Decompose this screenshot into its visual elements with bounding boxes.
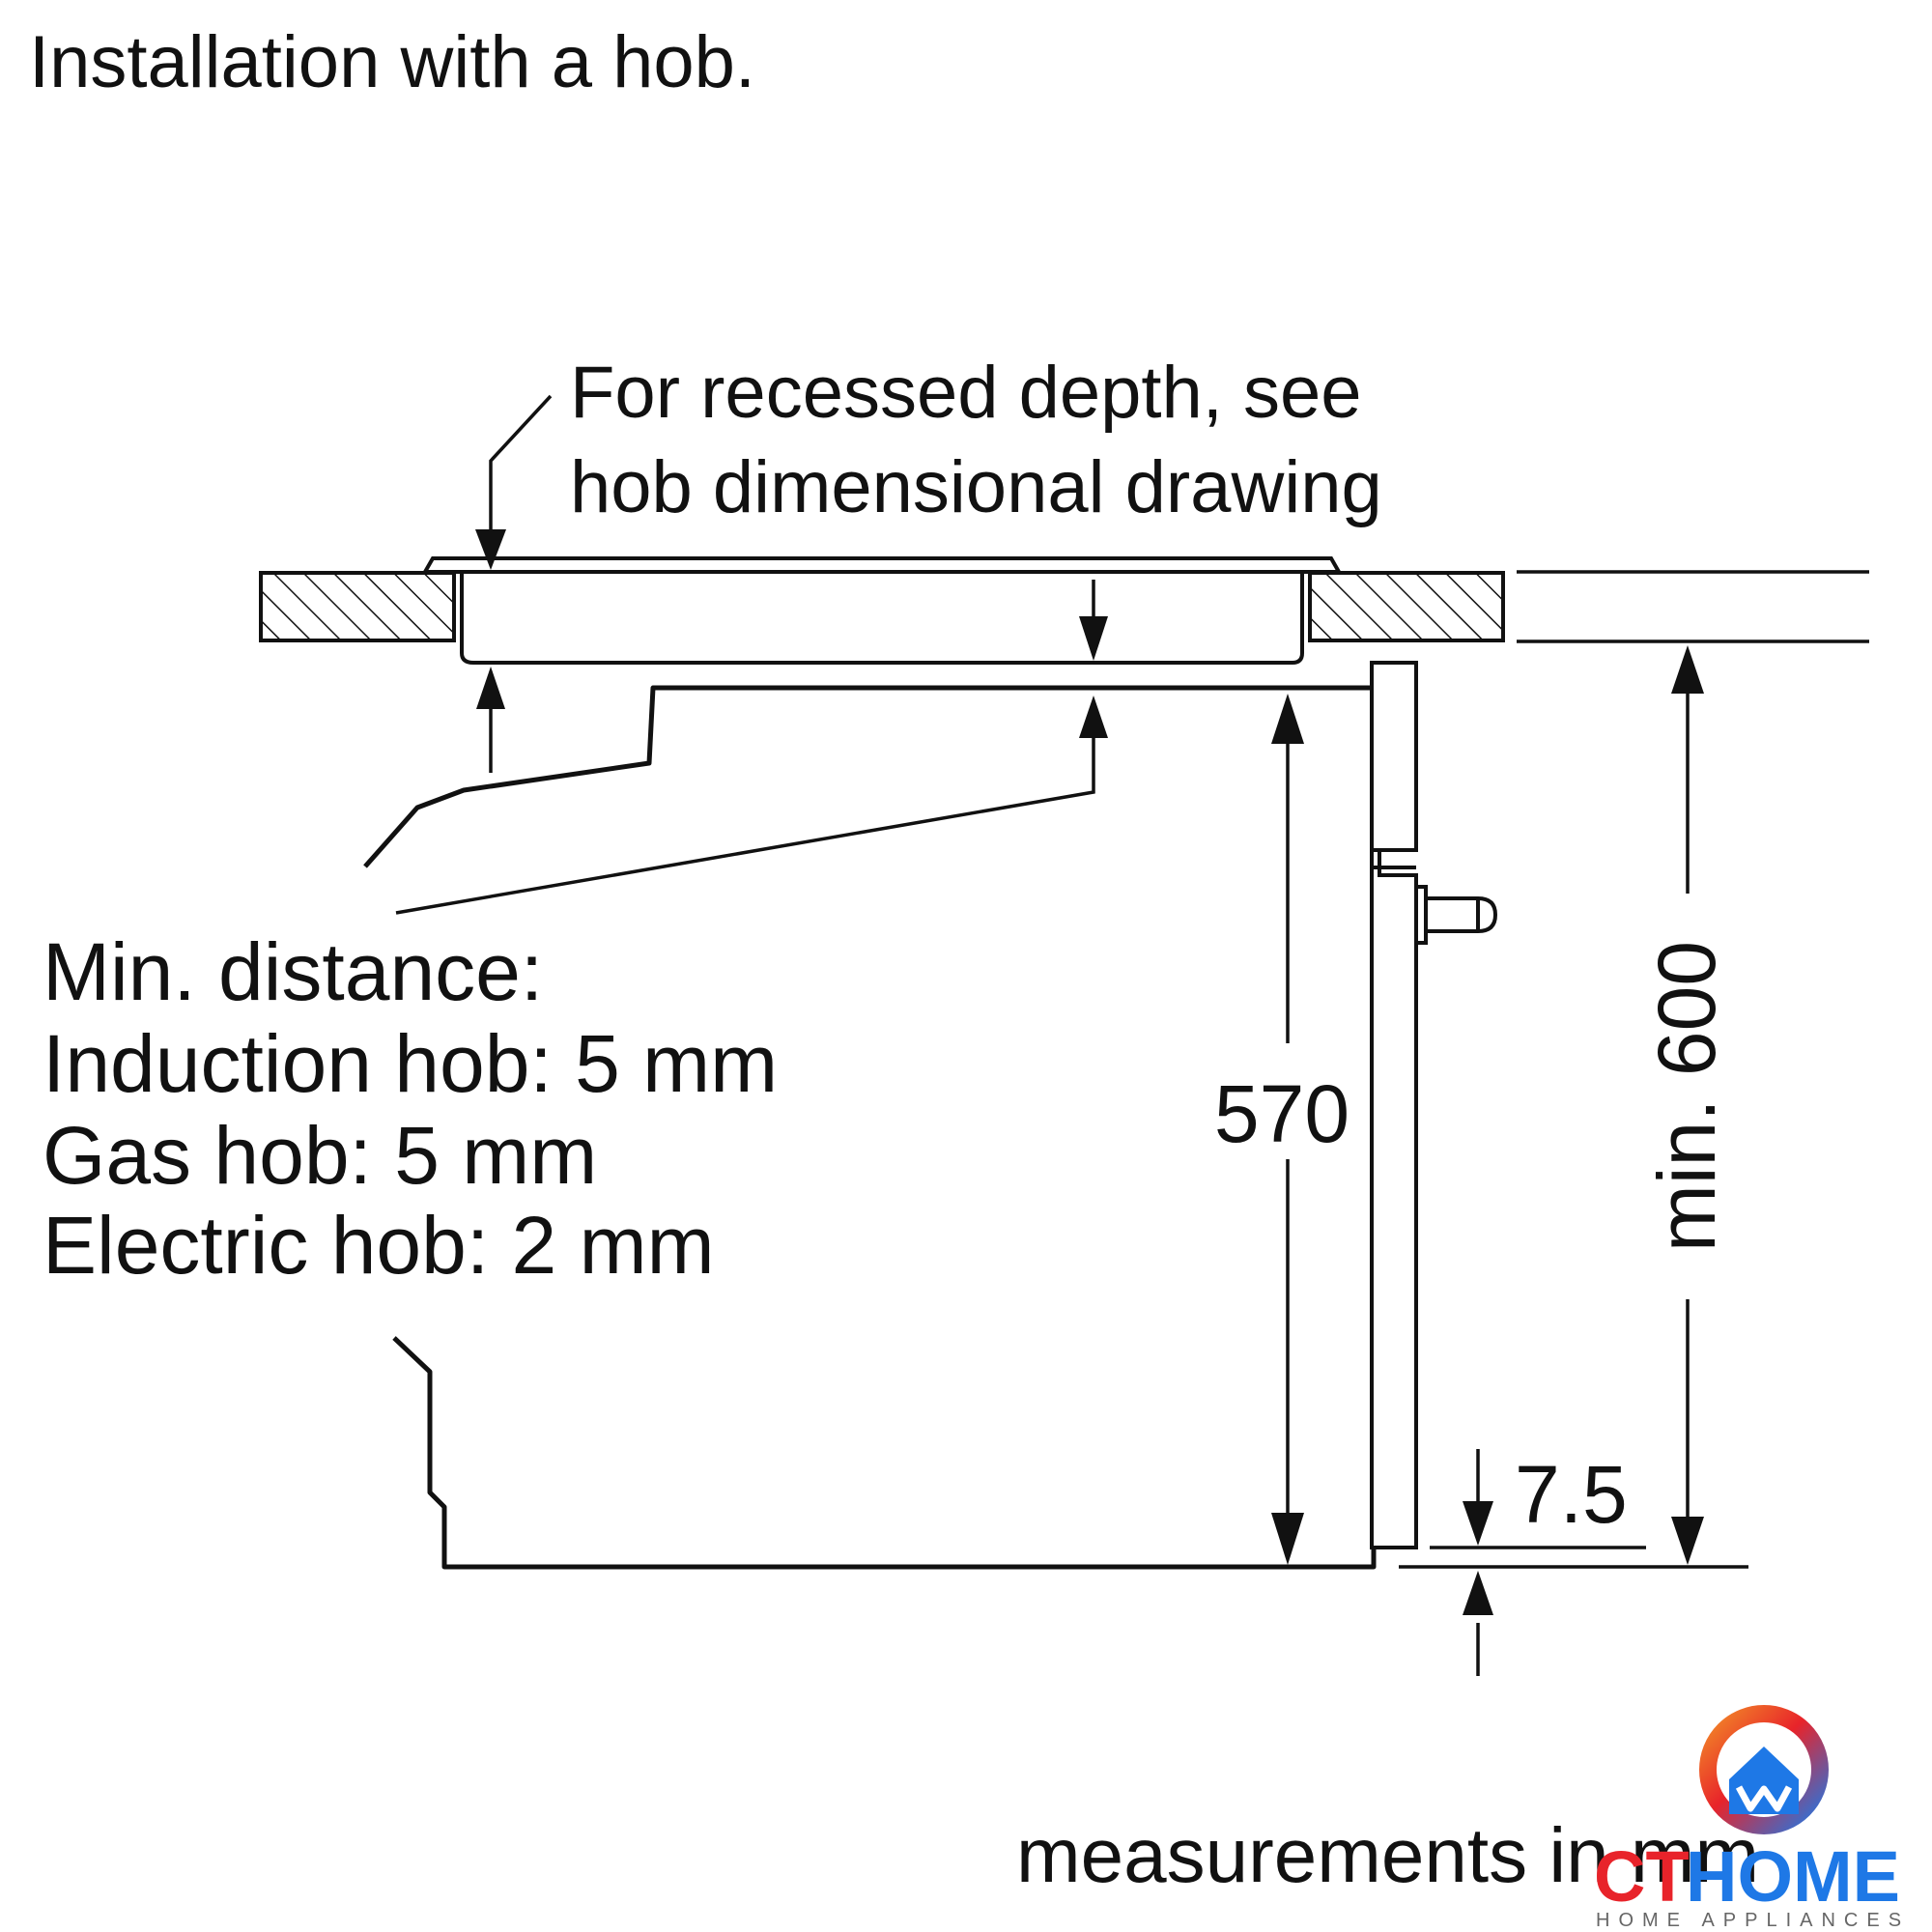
reference-lines	[1399, 570, 1869, 1569]
worktop-left-section	[259, 571, 456, 642]
min-distance-heading: Min. distance:	[43, 926, 543, 1017]
min-distance-arrow-right	[395, 696, 1108, 915]
recess-callout-line2: hob dimensional drawing	[570, 446, 1382, 528]
dimension-7-5	[1463, 1449, 1493, 1676]
oven-outline	[363, 685, 1377, 1570]
hob-depth-arrow	[1079, 580, 1108, 661]
dimension-570	[1271, 694, 1304, 1565]
measurements-footer: measurements in mm	[1016, 1812, 1759, 1898]
worktop	[259, 571, 1505, 642]
oven-door	[1370, 661, 1498, 1549]
worktop-right-section	[1308, 571, 1505, 642]
hob	[423, 556, 1341, 665]
dimension-7-5-label: 7.5	[1515, 1449, 1628, 1540]
dimension-min-600	[1671, 645, 1704, 1565]
dimension-min-600-label: min. 600	[1641, 941, 1732, 1252]
logo-brand-ct: CT	[1594, 1836, 1690, 1917]
min-distance-induction: Induction hob: 5 mm	[43, 1018, 778, 1109]
dimension-570-label: 570	[1214, 1068, 1350, 1159]
min-distance-arrow-left	[476, 667, 505, 773]
recess-callout-line1: For recessed depth, see	[570, 352, 1362, 434]
diagram-title: Installation with a hob.	[29, 21, 755, 103]
logo-brand-home: HOME	[1686, 1836, 1900, 1917]
min-distance-gas: Gas hob: 5 mm	[43, 1110, 597, 1201]
cthome-logo: CT HOME HOME APPLIANCES	[1594, 1705, 1910, 1931]
logo-tagline: HOME APPLIANCES	[1596, 1910, 1910, 1931]
min-distance-electric: Electric hob: 2 mm	[43, 1200, 715, 1291]
recess-callout-leader	[475, 394, 553, 570]
house-icon	[1699, 1705, 1829, 1834]
